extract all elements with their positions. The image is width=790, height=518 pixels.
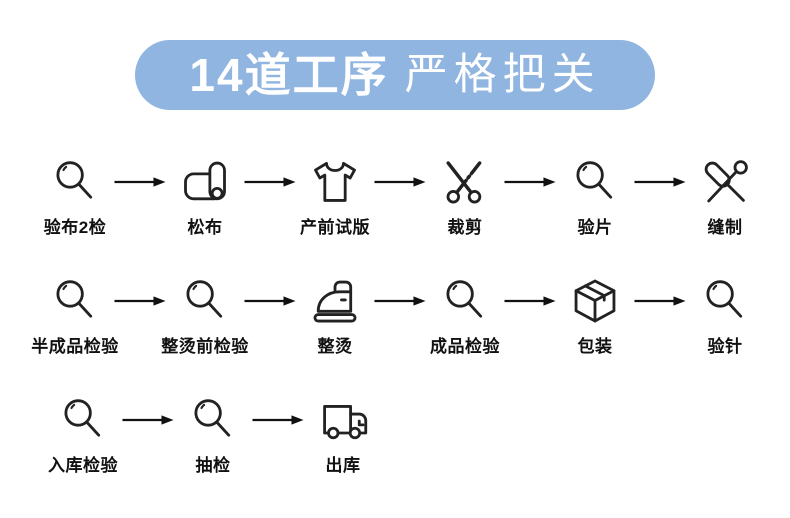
step-label: 产前试版 <box>300 218 370 237</box>
process-step: 抽检 <box>174 394 252 476</box>
magnifier-icon <box>57 394 109 446</box>
process-row-2: 半成品检验 整烫前检验 整烫 成品检验 包装 验针 <box>0 275 790 357</box>
flow-arrow <box>504 294 556 308</box>
step-label: 出库 <box>325 456 361 475</box>
process-step: 裁剪 <box>426 156 504 238</box>
magnifier-icon <box>179 275 231 327</box>
process-step: 松布 <box>166 156 244 238</box>
process-step: 产前试版 <box>296 156 374 238</box>
scissors-icon <box>439 156 491 208</box>
flow-arrow <box>504 175 556 189</box>
process-step: 出库 <box>304 394 382 476</box>
step-label: 抽检 <box>195 456 231 475</box>
process-step: 验针 <box>686 275 764 357</box>
flow-arrow <box>244 175 296 189</box>
magnifier-icon <box>49 156 101 208</box>
process-step: 半成品检验 <box>31 275 118 357</box>
process-step: 包装 <box>556 275 634 357</box>
step-label: 入库检验 <box>48 456 118 475</box>
flow-arrow <box>634 175 686 189</box>
header-title-bold: 14道工序 <box>189 49 389 101</box>
tshirt-icon <box>309 156 361 208</box>
step-label: 包装 <box>577 337 613 356</box>
step-label: 松布 <box>187 218 223 237</box>
process-step: 整烫 <box>296 275 374 357</box>
package-box-icon <box>569 275 621 327</box>
step-label: 验片 <box>577 218 613 237</box>
truck-icon <box>317 394 369 446</box>
step-label: 半成品检验 <box>31 337 119 356</box>
flow-arrow <box>122 413 174 427</box>
magnifier-icon <box>699 275 751 327</box>
flow-arrow <box>244 294 296 308</box>
process-step: 成品检验 <box>426 275 504 357</box>
flow-arrow <box>114 175 166 189</box>
flow-arrow <box>114 294 166 308</box>
magnifier-icon <box>187 394 239 446</box>
magnifier-icon <box>569 156 621 208</box>
flow-arrow <box>252 413 304 427</box>
iron-icon <box>309 275 361 327</box>
flow-arrow <box>634 294 686 308</box>
step-label: 成品检验 <box>430 337 500 356</box>
process-step: 验布2检 <box>36 156 114 238</box>
flow-arrow <box>374 294 426 308</box>
magnifier-icon <box>49 275 101 327</box>
step-label: 整烫 <box>317 337 353 356</box>
step-label: 验针 <box>707 337 743 356</box>
process-row-1: 验布2检 松布 产前试版 裁剪 验片 缝制 <box>0 156 790 238</box>
process-row-3: 入库检验 抽检 出库 <box>0 394 790 476</box>
step-label: 裁剪 <box>447 218 483 237</box>
step-label: 缝制 <box>707 218 743 237</box>
process-step: 缝制 <box>686 156 764 238</box>
step-label: 整烫前检验 <box>161 337 249 356</box>
step-label: 验布2检 <box>43 218 107 237</box>
needle-thread-icon <box>699 156 751 208</box>
fabric-roll-icon <box>179 156 231 208</box>
flow-arrow <box>374 175 426 189</box>
process-step: 入库检验 <box>44 394 122 476</box>
magnifier-icon <box>439 275 491 327</box>
process-step: 验片 <box>556 156 634 238</box>
header-title-light: 严格把关 <box>404 51 601 99</box>
process-step: 整烫前检验 <box>161 275 248 357</box>
header-pill: 14道工序 严格把关 <box>135 40 655 110</box>
